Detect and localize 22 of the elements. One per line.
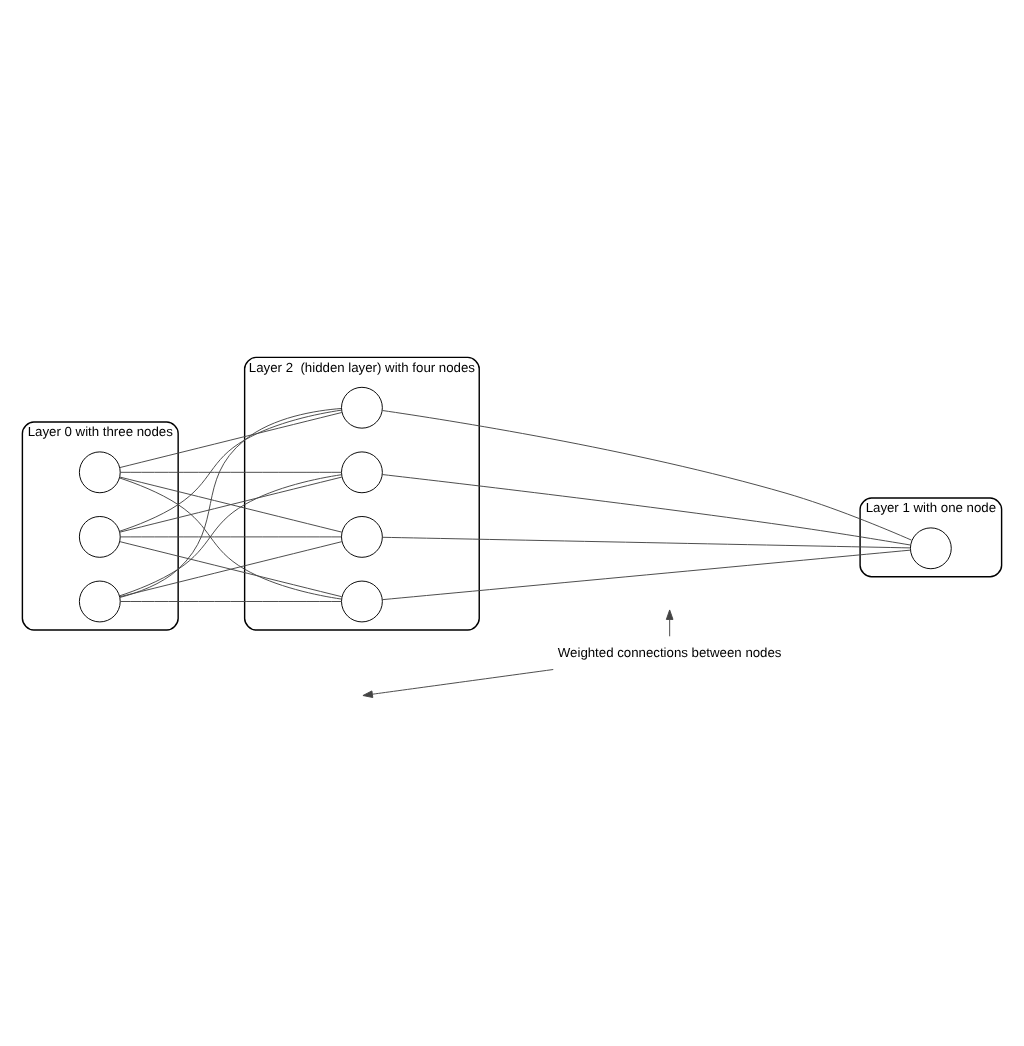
connector xyxy=(382,410,913,541)
node-circle xyxy=(78,451,121,494)
connector xyxy=(119,408,342,598)
node-circle xyxy=(341,451,383,494)
connector xyxy=(119,476,343,533)
node-circle xyxy=(909,527,952,570)
connector xyxy=(381,549,911,601)
connector xyxy=(119,412,343,469)
connector xyxy=(119,409,342,532)
connector xyxy=(381,536,911,549)
arrow xyxy=(362,669,554,698)
connector xyxy=(119,601,342,602)
connector xyxy=(119,536,342,538)
node-circle xyxy=(78,580,121,623)
connector xyxy=(119,471,342,473)
node-circle xyxy=(78,516,121,558)
node-circle xyxy=(341,516,383,558)
connector xyxy=(119,541,343,598)
arrow xyxy=(665,609,674,637)
node-circle xyxy=(341,386,383,429)
connector xyxy=(381,474,911,546)
node-circle xyxy=(341,580,383,623)
